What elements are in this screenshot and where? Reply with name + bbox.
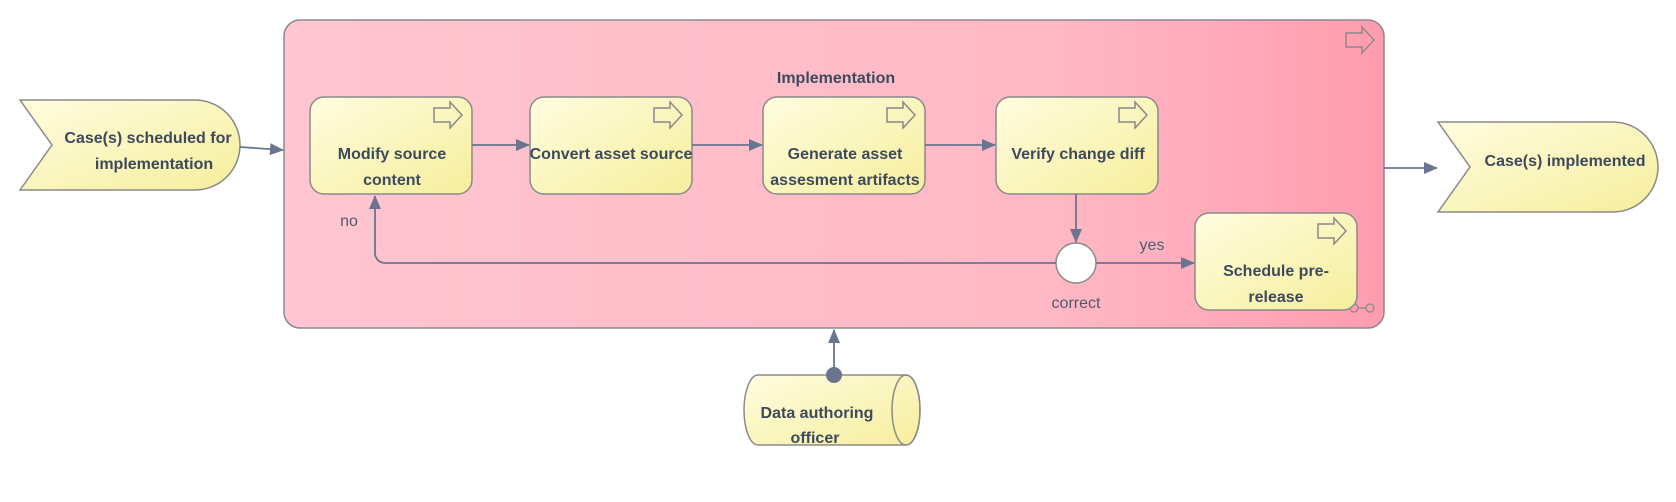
flow-trigger-to-container[interactable] <box>239 143 284 156</box>
process-arrow-icon <box>886 100 917 130</box>
actor-label-line1: Data authoring <box>761 405 874 422</box>
assignment-dot <box>826 367 842 383</box>
actor-label-line2: officer <box>791 430 840 447</box>
flow-yes-label: yes <box>1140 237 1165 254</box>
junction-correct[interactable]: correct <box>1052 242 1101 312</box>
process-verify-diff[interactable]: Verify change diff <box>995 96 1159 195</box>
generate-label-line2: assesment artifacts <box>770 172 920 189</box>
process-arrow-icon <box>1118 100 1149 130</box>
verify-label: Verify change diff <box>1011 146 1145 163</box>
process-arrow-icon <box>433 100 464 130</box>
modify-label-line1: Modify source <box>338 146 447 163</box>
flow-no-label: no <box>340 213 358 230</box>
convert-label: Convert asset source <box>530 146 693 163</box>
flow-junction-to-modify[interactable] <box>369 195 1056 264</box>
trigger-event[interactable]: Case(s) scheduled for implementation <box>18 99 241 191</box>
process-convert-asset[interactable]: Convert asset source <box>529 96 693 195</box>
container-title: Implementation <box>777 70 895 87</box>
result-event[interactable]: Case(s) implemented <box>1436 121 1659 213</box>
actor-data-authoring-officer[interactable]: Data authoring officer <box>743 374 921 447</box>
process-generate-asset[interactable]: Generate asset assesment artifacts <box>762 96 926 195</box>
yes-label-background <box>1138 231 1166 253</box>
process-schedule-prerelease[interactable]: Schedule pre- release <box>1194 212 1358 311</box>
schedule-label-line1: Schedule pre- <box>1223 263 1329 280</box>
modify-label-line2: content <box>363 172 421 189</box>
trigger-label-line1: Case(s) scheduled for <box>64 130 231 147</box>
process-modify-source[interactable]: Modify source content <box>309 96 473 195</box>
process-arrow-icon <box>1345 25 1376 55</box>
generate-label-line1: Generate asset <box>788 146 903 163</box>
result-label: Case(s) implemented <box>1485 153 1646 170</box>
junction-label: correct <box>1052 295 1101 312</box>
process-arrow-icon <box>1317 216 1348 246</box>
process-arrow-icon <box>653 100 684 130</box>
trigger-label-line2: implementation <box>95 156 213 173</box>
schedule-label-line2: release <box>1248 289 1303 306</box>
